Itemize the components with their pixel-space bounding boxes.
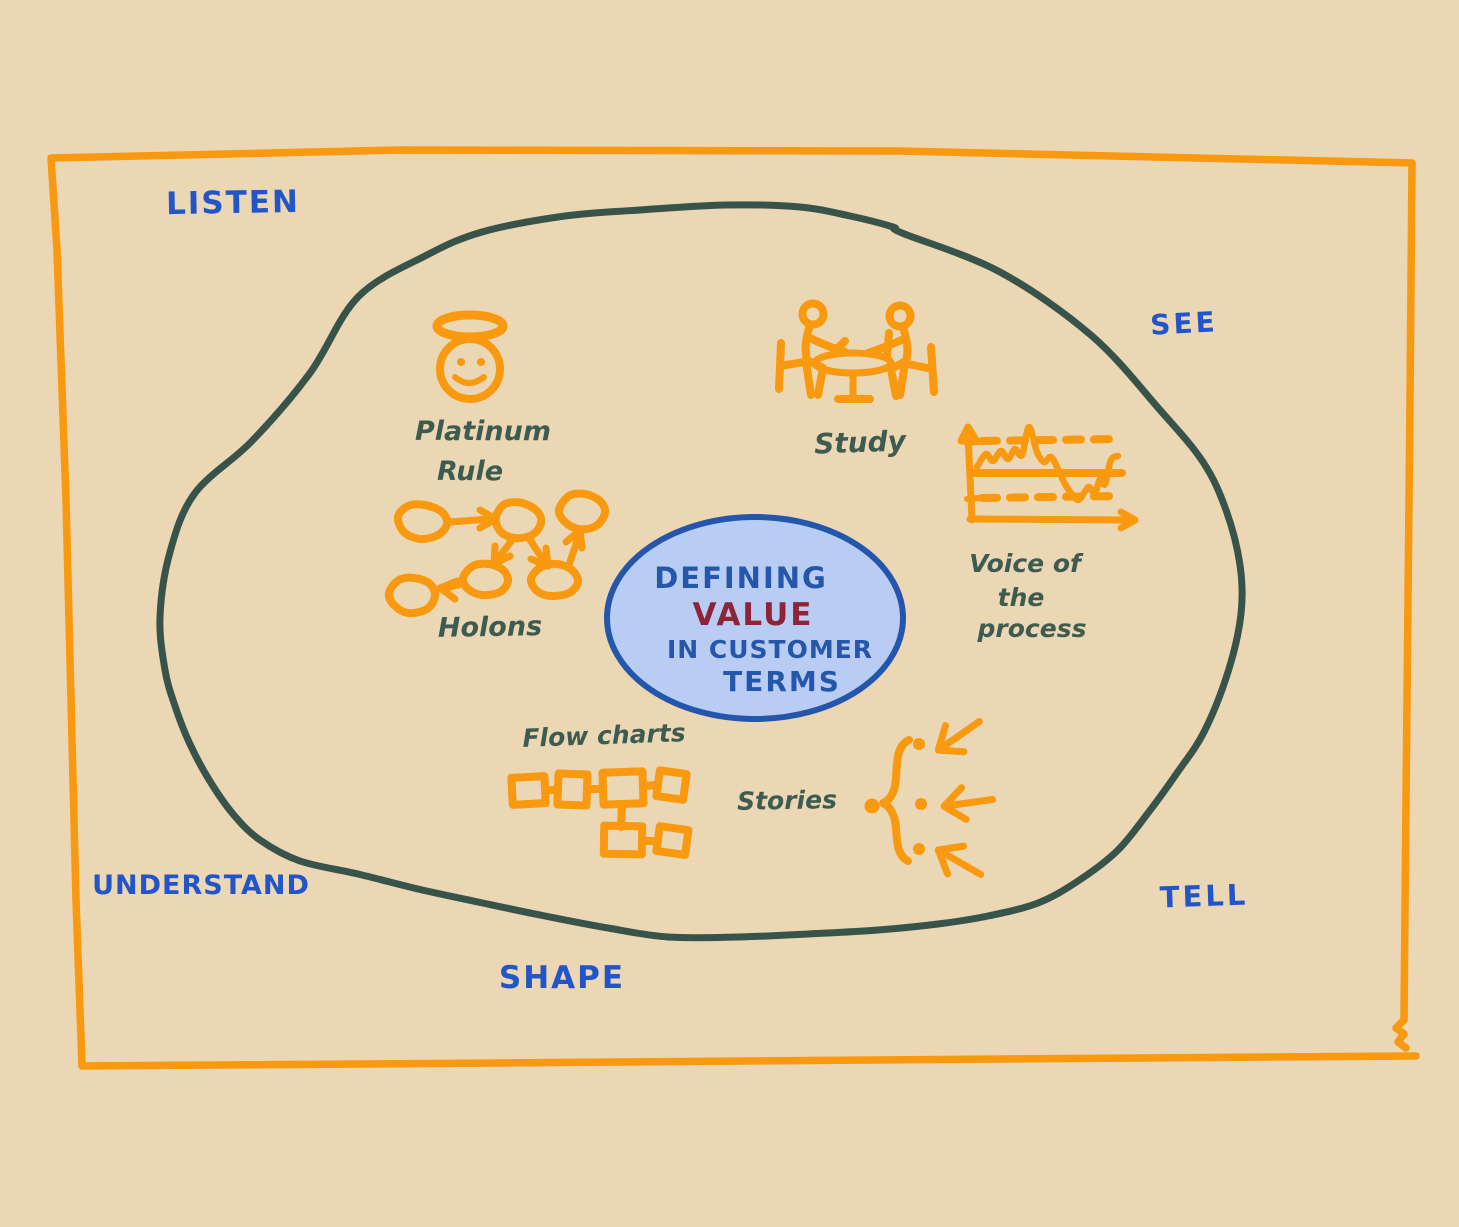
brace-arrows-icon bbox=[864, 717, 997, 878]
flowchart-icon bbox=[507, 766, 693, 859]
center-bubble-line-defining: DEFINING bbox=[654, 561, 828, 595]
center-bubble-line-terms: TERMS bbox=[723, 665, 841, 698]
stage-label-shape: SHAPE bbox=[498, 960, 626, 996]
method-label-study: Study bbox=[813, 424, 907, 461]
method-label-platinum: Platinum bbox=[414, 416, 552, 447]
two-people-at-table-icon bbox=[775, 299, 938, 403]
halo-smiley-icon bbox=[432, 310, 508, 403]
stage-label-tell: TELL bbox=[1159, 877, 1249, 915]
control-chart-icon bbox=[957, 423, 1139, 532]
method-label-process: process bbox=[977, 614, 1087, 643]
connected-blobs-icon bbox=[384, 489, 610, 618]
stage-label-see: SEE bbox=[1149, 305, 1219, 342]
method-label-holons: Holons bbox=[437, 611, 543, 644]
inner-boundary-blob bbox=[156, 201, 1246, 942]
outer-frame-rectangle bbox=[47, 146, 1420, 1070]
method-label-rule: Rule bbox=[436, 456, 504, 487]
center-bubble-ellipse bbox=[604, 514, 906, 722]
method-label-voice-of: Voice of bbox=[969, 549, 1081, 578]
stage-label-understand: UNDERSTAND bbox=[92, 870, 310, 901]
method-label-flowcharts: Flow charts bbox=[521, 718, 687, 753]
stage-label-listen: LISTEN bbox=[165, 183, 301, 223]
method-label-the: the bbox=[997, 583, 1045, 612]
method-label-stories: Stories bbox=[736, 785, 838, 816]
center-bubble-line-in-customer: IN CUSTOMER bbox=[666, 635, 874, 664]
process-signal-line bbox=[973, 423, 1122, 504]
center-bubble-line-value: VALUE bbox=[692, 597, 814, 633]
